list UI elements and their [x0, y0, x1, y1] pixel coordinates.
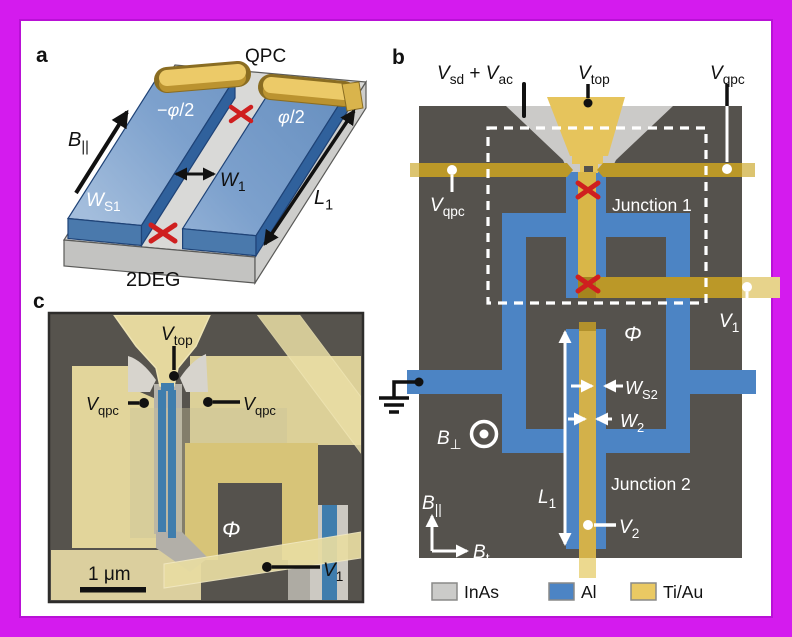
ws2-label: WS2	[625, 378, 658, 402]
ws1-label: WS1	[86, 190, 121, 214]
al-qpc-tip	[161, 383, 174, 391]
panel-a-label: a	[36, 44, 48, 67]
qpc-gate-right	[258, 74, 364, 112]
legend-swatch-inas	[431, 582, 458, 601]
gate-left-block	[72, 366, 163, 548]
v1-gate-bar	[578, 277, 742, 298]
legend-swatch-tiau	[630, 582, 657, 601]
phi-label-b: Φ	[624, 323, 642, 346]
qpc-gate-left	[154, 61, 251, 93]
legend: InAs Al Ti/Au	[431, 582, 703, 602]
b-par-label-b: B||	[422, 493, 442, 517]
scalebar-label: 1 μm	[88, 564, 131, 585]
l1-label: L1	[314, 187, 333, 213]
al-left-branch	[502, 213, 526, 453]
l1-arrow	[263, 109, 356, 246]
panel-b: b	[379, 46, 780, 602]
b-parallel-label: B||	[68, 129, 89, 155]
scalebar	[80, 587, 146, 593]
legend-label-al: Al	[581, 582, 597, 602]
vqpc-left-label-b: Vqpc	[430, 195, 465, 219]
junction1-dashed-box	[486, 126, 708, 305]
b-perp-symbol	[469, 419, 499, 449]
vqpc-left-label-c: Vqpc	[86, 394, 119, 418]
inas-wing-right	[180, 354, 208, 392]
josephson-x-top	[228, 104, 254, 124]
legend-swatch-al	[548, 582, 575, 601]
panel-b-label: b	[392, 46, 405, 69]
al-right-branch	[666, 213, 690, 453]
v2-label: V2	[619, 517, 639, 541]
vqpc-right-label-b: Vqpc	[710, 63, 745, 87]
gate-loop-u	[185, 443, 318, 560]
vtop-label-b: Vtop	[578, 63, 610, 87]
al-right-lead	[666, 370, 756, 394]
b-parallel-arrow	[74, 109, 129, 195]
panel-c-label: c	[33, 290, 45, 313]
vtop-label-c: Vtop	[161, 324, 193, 348]
ground-symbol	[379, 380, 419, 414]
qpc-label: QPC	[245, 46, 286, 67]
al-strip-left	[158, 390, 166, 532]
v1-label-b: V1	[719, 311, 739, 335]
gate-diagonal-strip	[256, 315, 361, 454]
vqpc-gate-left	[411, 163, 573, 177]
phi-label-c: Φ	[222, 517, 240, 542]
inas-wing-left	[128, 356, 156, 392]
w2-label: W2	[620, 411, 644, 435]
panel-c: c	[33, 290, 365, 604]
phase-left-label: −φ/2	[157, 100, 194, 120]
junction2-x	[575, 274, 601, 294]
b-t-label: Bt	[473, 542, 490, 566]
l1-label-b: L1	[538, 487, 556, 511]
al-left-lead	[407, 370, 526, 394]
vqpc-gate-right	[597, 163, 755, 177]
v1-label-c: V1	[323, 560, 343, 584]
tiau-junction1-strip	[578, 172, 596, 298]
vqpc-right-label-c: Vqpc	[243, 394, 276, 418]
legend-label-tiau: Ti/Au	[663, 582, 703, 602]
junction1-x	[575, 180, 601, 200]
b-perp-label: B⊥	[437, 428, 462, 452]
gate-v1-bar	[163, 531, 361, 589]
w1-label: W1	[220, 170, 246, 194]
legend-label-inas: InAs	[464, 582, 499, 602]
junction1-label: Junction 1	[612, 195, 692, 215]
panel-a: a	[36, 44, 368, 291]
josephson-x-bottom	[148, 222, 178, 244]
twodeg-label: 2DEG	[126, 269, 180, 291]
junction2-label: Junction 2	[611, 474, 691, 494]
phase-right-label: φ/2	[278, 107, 305, 127]
tiau-junction2-strip	[579, 322, 596, 578]
al-strip-right	[168, 390, 176, 538]
vsd-vac-label: Vsd + Vac	[437, 63, 513, 87]
